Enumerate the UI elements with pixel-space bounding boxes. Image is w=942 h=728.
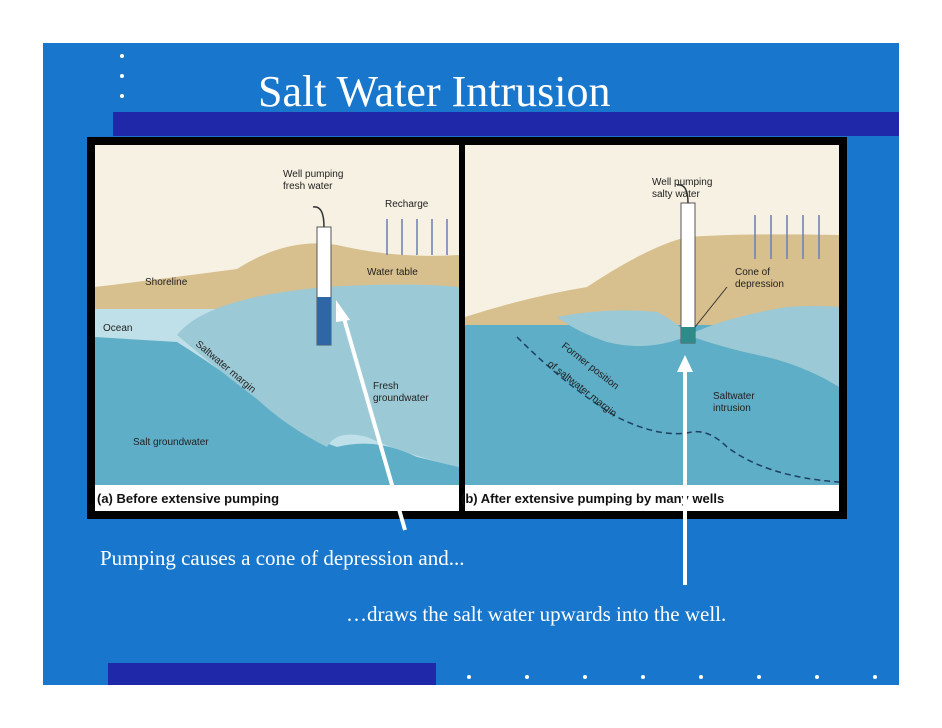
slide-title: Salt Water Intrusion [258, 67, 611, 116]
figure-svg: Well pumping fresh water Recharge Water … [95, 145, 840, 511]
label-water-table: Water table [367, 267, 418, 278]
caption-line-2: …draws the salt water upwards into the w… [346, 602, 727, 626]
label-fresh-groundwater-2: groundwater [373, 393, 429, 404]
label-well-salty-2: salty water [652, 189, 700, 200]
panel-b: Well pumping salty water Cone of depress… [461, 145, 840, 511]
label-well-fresh-2: fresh water [283, 181, 333, 192]
label-cone-2: depression [735, 279, 784, 290]
label-recharge: Recharge [385, 199, 429, 210]
panel-a: Well pumping fresh water Recharge Water … [95, 145, 459, 511]
arrow-cone-of-depression [341, 314, 407, 531]
label-cone-1: Cone of [735, 267, 770, 278]
label-well-salty-1: Well pumping [652, 177, 712, 188]
decorative-dots-left [120, 54, 124, 98]
label-well-fresh-1: Well pumping [283, 169, 343, 180]
label-salt-groundwater: Salt groundwater [133, 437, 209, 448]
label-intrusion-2: intrusion [713, 403, 751, 414]
label-intrusion-1: Saltwater [713, 391, 755, 402]
saltwater-intrusion-figure: Well pumping fresh water Recharge Water … [87, 137, 847, 519]
caption-panel-b: (b) After extensive pumping by many well… [461, 491, 724, 506]
label-shoreline: Shoreline [145, 277, 188, 288]
label-ocean: Ocean [103, 323, 132, 334]
bottom-accent-bar [108, 663, 436, 685]
caption-panel-a: (a) Before extensive pumping [97, 491, 279, 506]
caption-line-1: Pumping causes a cone of depression and.… [100, 546, 465, 570]
title-accent-bar [113, 112, 899, 136]
decorative-dots-bottom [467, 675, 877, 679]
label-fresh-groundwater-1: Fresh [373, 381, 399, 392]
